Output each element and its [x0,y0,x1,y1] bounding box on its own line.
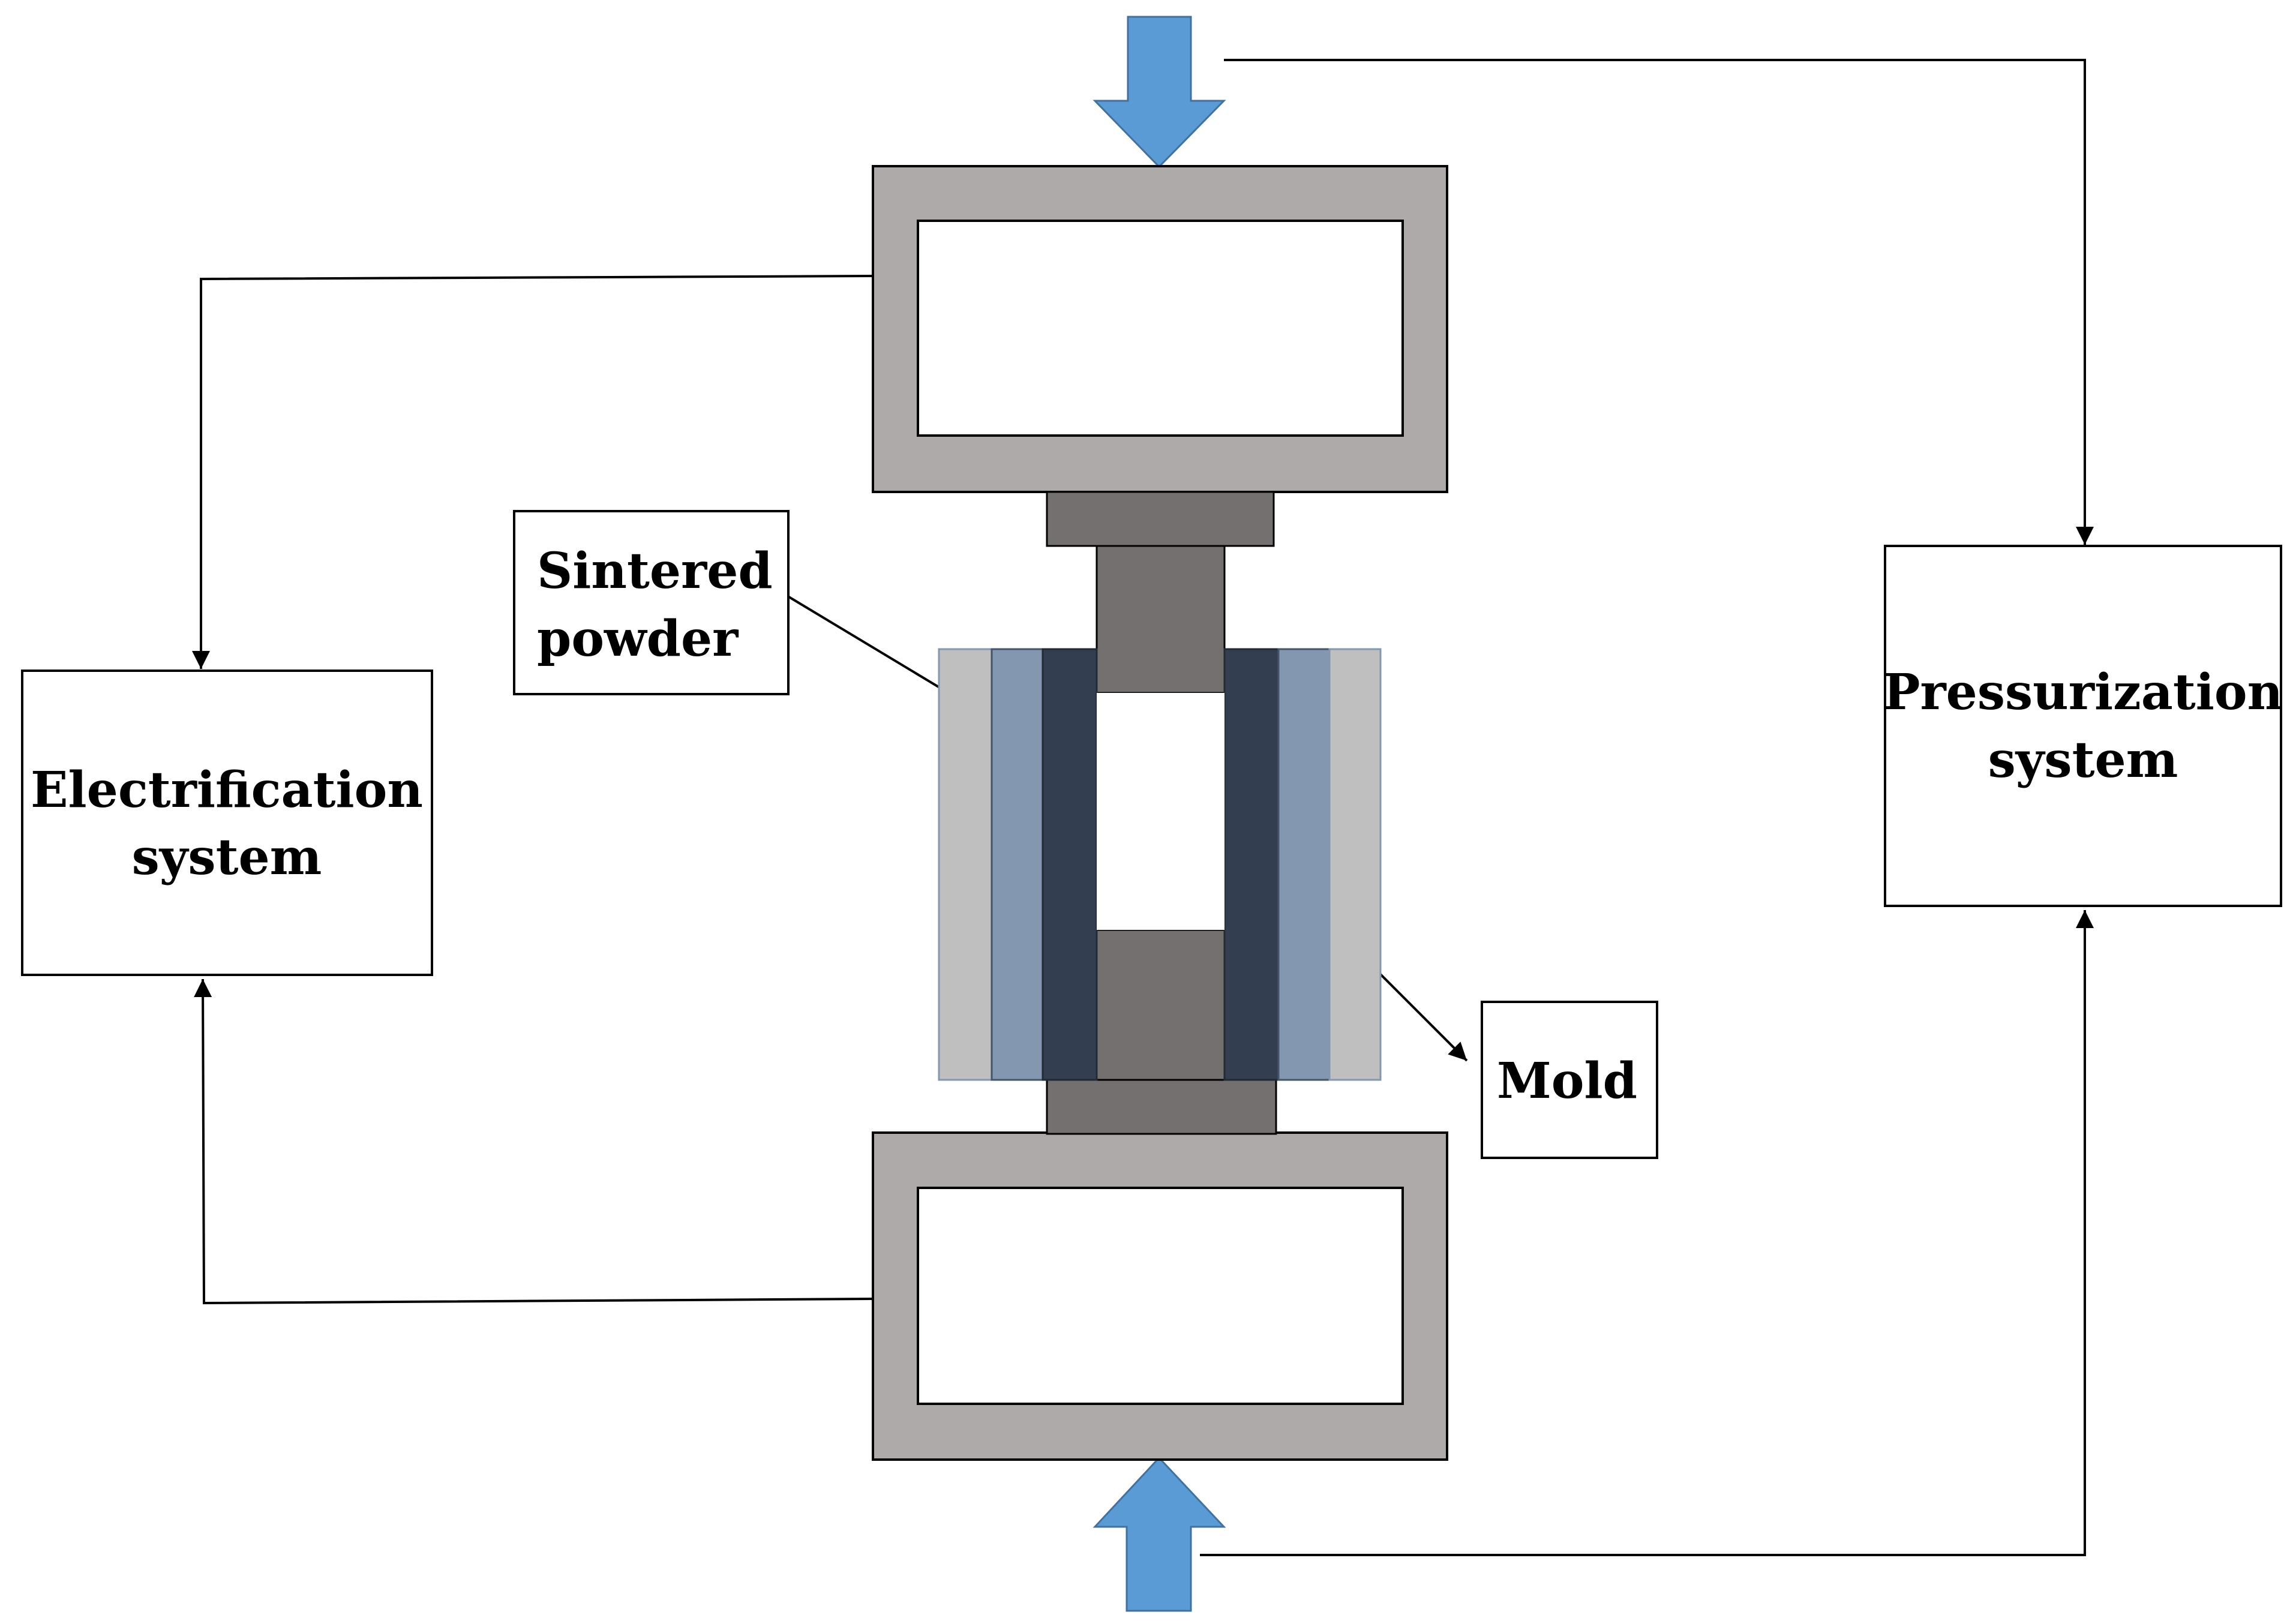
line-bottom-arrow-to-pressurization [1200,910,2094,1556]
top-punch [1096,545,1226,694]
pressurization-system-box: Pressurization system [1883,545,2283,907]
arrow-down-icon [1093,16,1226,169]
sintered-label-line1: Sintered [537,542,773,600]
bottom-spacer [1046,1079,1277,1135]
mold-label: Mold [1497,1052,1637,1110]
sintered-label-line2: powder [537,610,739,668]
top-electrode [872,165,1448,493]
pressurization-label-line2: system [1988,731,2178,789]
pressurization-label-line1: Pressurization [1883,664,2283,721]
mold [938,648,1382,1081]
line-bottom-electrode-to-electrification [194,978,874,1305]
electrification-system-box: Electrification system [21,670,433,976]
electrification-label-line1: Electrification [31,761,423,819]
arrow-up-icon [1093,1456,1226,1612]
bottom-punch [1096,929,1226,1081]
sintered-powder-label-box: Sintered powder [513,510,790,695]
electrification-label-line2: system [132,828,322,886]
mold-label-box: Mold [1481,1001,1658,1159]
line-top-arrow-to-pressurization [1224,59,2094,545]
line-top-electrode-to-electrification [192,275,874,669]
sintered-powder-region [1097,693,1224,930]
top-spacer [1046,491,1275,547]
bottom-electrode [872,1131,1448,1461]
